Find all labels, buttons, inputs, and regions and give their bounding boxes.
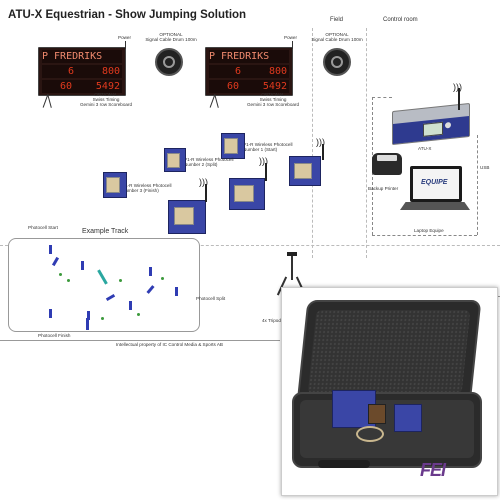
track-obstacle (81, 261, 84, 270)
wifi-icon: ))) (453, 82, 462, 92)
track-obstacle (87, 311, 90, 320)
scoreboard-2: P FREDRIKS 6 800 60 5492 (205, 47, 293, 108)
case-cable (356, 426, 384, 442)
photocell-3 (103, 172, 127, 198)
scoreboard-row3-left: 60 (60, 81, 73, 92)
scoreboard-2-name: P FREDRIKS (209, 50, 289, 63)
scoreboard-1-caption: OPTIONAL Swiss Timing Gemini 3 row Score… (79, 92, 133, 108)
track-obstacle (97, 269, 108, 285)
example-track (8, 238, 200, 332)
track-obstacle (129, 301, 132, 310)
fei-logo: FEI (420, 460, 446, 480)
photocell-1-caption: P1-R Wireless Photocell Number 1 (Start) (243, 142, 293, 153)
scoreboard-row2-right: 800 (101, 66, 120, 77)
photocell-2 (164, 148, 186, 172)
tripod (287, 252, 297, 256)
track-title: Example Track (82, 228, 129, 235)
ip-note: Intellectual property of IC Control Medi… (116, 342, 223, 347)
photocell-1-reflector (289, 156, 321, 186)
tripod-label: 4x Tripod (262, 318, 281, 323)
case-photocell-2 (394, 404, 422, 432)
track-obstacle (175, 287, 178, 296)
drum-1-caption: OPTIONAL Signal Cable Drum 100m (145, 32, 197, 43)
track-start-label: Photocell Start (28, 225, 58, 230)
scoreboard-1: P FREDRIKS 6 800 60 5492 (38, 47, 126, 108)
page-title: ATU-X Equestrian - Show Jumping Solution (8, 9, 247, 21)
track-obstacle (49, 309, 52, 318)
printer-label: Backup Printer (368, 186, 399, 191)
laptop-screen: EQUIPE (410, 166, 462, 202)
drum-2-caption: OPTIONAL Signal Cable Drum 100m (311, 32, 363, 43)
section-field-label: Field (330, 17, 344, 23)
power-label-2: Power (284, 35, 298, 40)
wifi-icon: ))) (199, 177, 208, 187)
section-control-room-label: Control room (383, 17, 418, 23)
track-obstacle (146, 285, 155, 294)
scoreboard-2-caption: OPTIONAL Swiss Timing Gemini 3 row Score… (246, 92, 300, 108)
laptop-label: Laptop Equipe (414, 228, 444, 233)
atu-antenna (458, 88, 460, 110)
track-split-label: Photocell Split (196, 296, 226, 301)
divider-field (312, 28, 313, 258)
divider-control-room (366, 28, 367, 258)
track-obstacle (149, 267, 152, 276)
photocell-2-caption: P1-R Wireless Photocell Number 2 (Split) (184, 157, 234, 168)
laptop-base (400, 202, 470, 210)
case-box (368, 404, 386, 424)
usb-label: USB (480, 165, 490, 170)
equipe-logo: EQUIPE (421, 179, 448, 186)
backup-printer (372, 153, 402, 175)
scoreboard-name: P FREDRIKS (42, 50, 122, 63)
cable-drum-2 (323, 48, 351, 76)
scoreboard-row2: 6 800 (42, 65, 122, 78)
track-obstacle (105, 293, 116, 302)
track-finish-label: Photocell Finish (38, 333, 71, 338)
photocell-3-reflector (168, 200, 206, 234)
track-obstacle (51, 256, 60, 267)
scoreboard-row2-left: 6 (68, 66, 75, 77)
photocell-3-caption: P1-R Wireless Photocell Number 3 (Finish… (122, 183, 172, 194)
case-handle (318, 460, 370, 468)
scoreboard-row3-right: 5492 (95, 81, 120, 92)
power-label-1: Power (118, 35, 132, 40)
divider-horizontal (0, 245, 500, 246)
scoreboard-row3: 60 5492 (42, 80, 122, 93)
wifi-icon: ))) (259, 156, 268, 166)
photocell-2-reflector (229, 178, 265, 210)
bottom-line (0, 340, 280, 341)
photocell-1 (221, 133, 245, 159)
photo-popup: FEI (281, 287, 498, 496)
wifi-icon: ))) (316, 137, 325, 147)
case-base (292, 392, 482, 468)
track-obstacle (49, 245, 52, 254)
atu-x-label: ATU-X (418, 146, 432, 151)
cable-drum-1 (155, 48, 183, 76)
case-lid (296, 300, 482, 404)
